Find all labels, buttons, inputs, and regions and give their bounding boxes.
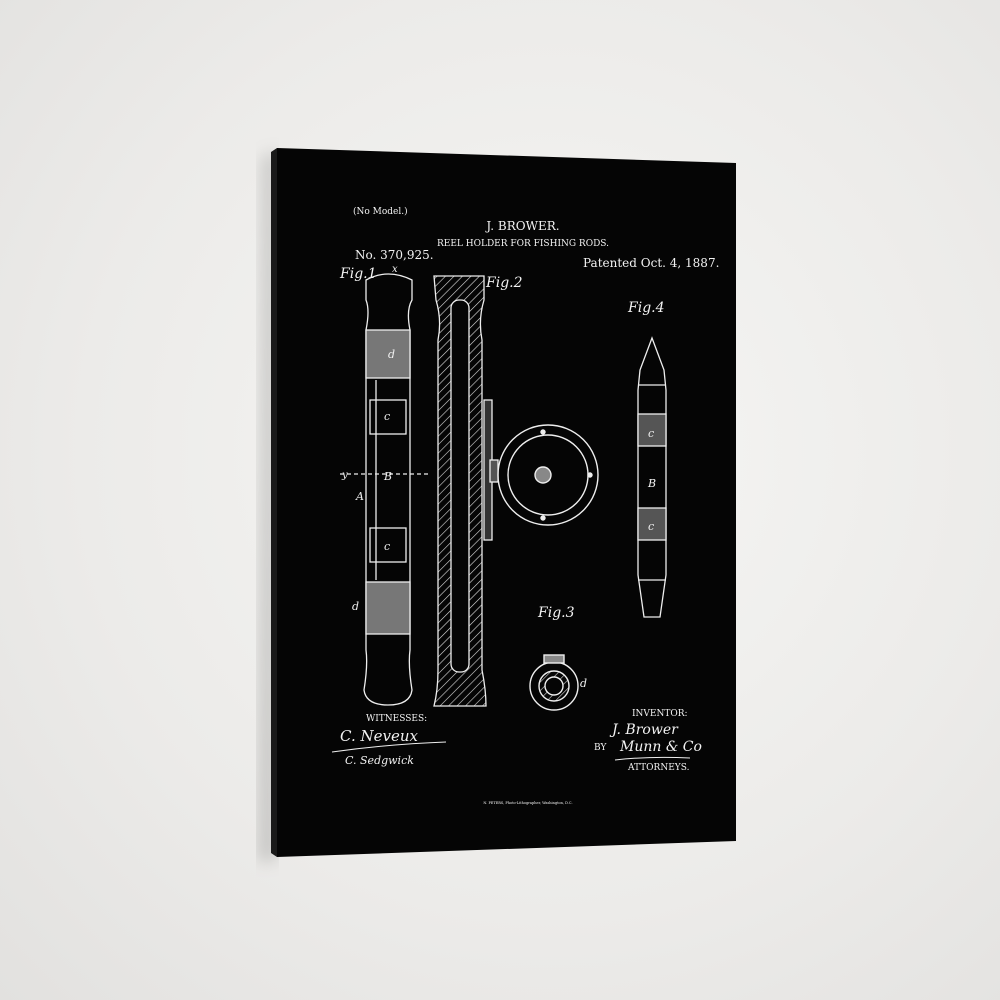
fig2-label: Fig.2 <box>485 275 523 291</box>
part-label-d: d <box>352 600 359 613</box>
reel-plate-drawing <box>497 424 599 526</box>
patent-number: No. 370,925. <box>355 248 434 262</box>
part-label-d: d <box>388 348 395 361</box>
witness-signature-1: C. Neveux <box>340 727 418 745</box>
signature-flourish <box>614 756 691 761</box>
by-label: BY <box>594 743 607 753</box>
printer-footer: N. PETERS, Photo-Lithographer, Washingto… <box>483 801 572 805</box>
fig4-spindle-drawing <box>637 336 667 618</box>
attorneys-label: ATTORNEYS. <box>627 763 690 773</box>
attorney-signature: Munn & Co <box>619 739 702 755</box>
part-label-c: c <box>384 540 390 553</box>
part-label-c: c <box>384 410 390 423</box>
inventor-signature: J. Brower <box>609 722 679 738</box>
part-label-d: d <box>580 677 587 690</box>
inventor-name: J. BROWER. <box>484 219 559 233</box>
fig3-label: Fig.3 <box>537 605 575 621</box>
canvas-edge <box>271 148 277 857</box>
part-label-c: c <box>648 520 654 533</box>
signature-flourish <box>331 741 447 753</box>
witness-signature-2: C. Sedgwick <box>345 754 414 767</box>
part-label-x: x <box>392 264 398 275</box>
inventor-label: INVENTOR: <box>632 709 688 719</box>
patent-title: REEL HOLDER FOR FISHING RODS. <box>437 239 609 249</box>
patent-date: Patented Oct. 4, 1887. <box>583 256 719 270</box>
part-label-a: A <box>355 490 364 503</box>
fig3-ring-drawing <box>529 654 579 711</box>
part-label-b: B <box>383 470 392 483</box>
fig4-label: Fig.4 <box>627 300 665 316</box>
part-label-c: c <box>648 427 654 440</box>
fig2-section-drawing <box>433 275 499 707</box>
part-label-b: B <box>647 477 656 490</box>
fig1-label: Fig.1 <box>339 266 377 282</box>
fig1-rod-drawing <box>340 273 430 706</box>
part-label-y: y <box>341 470 348 481</box>
no-model-label: (No Model.) <box>353 206 408 217</box>
witnesses-label: WITNESSES: <box>366 714 427 724</box>
